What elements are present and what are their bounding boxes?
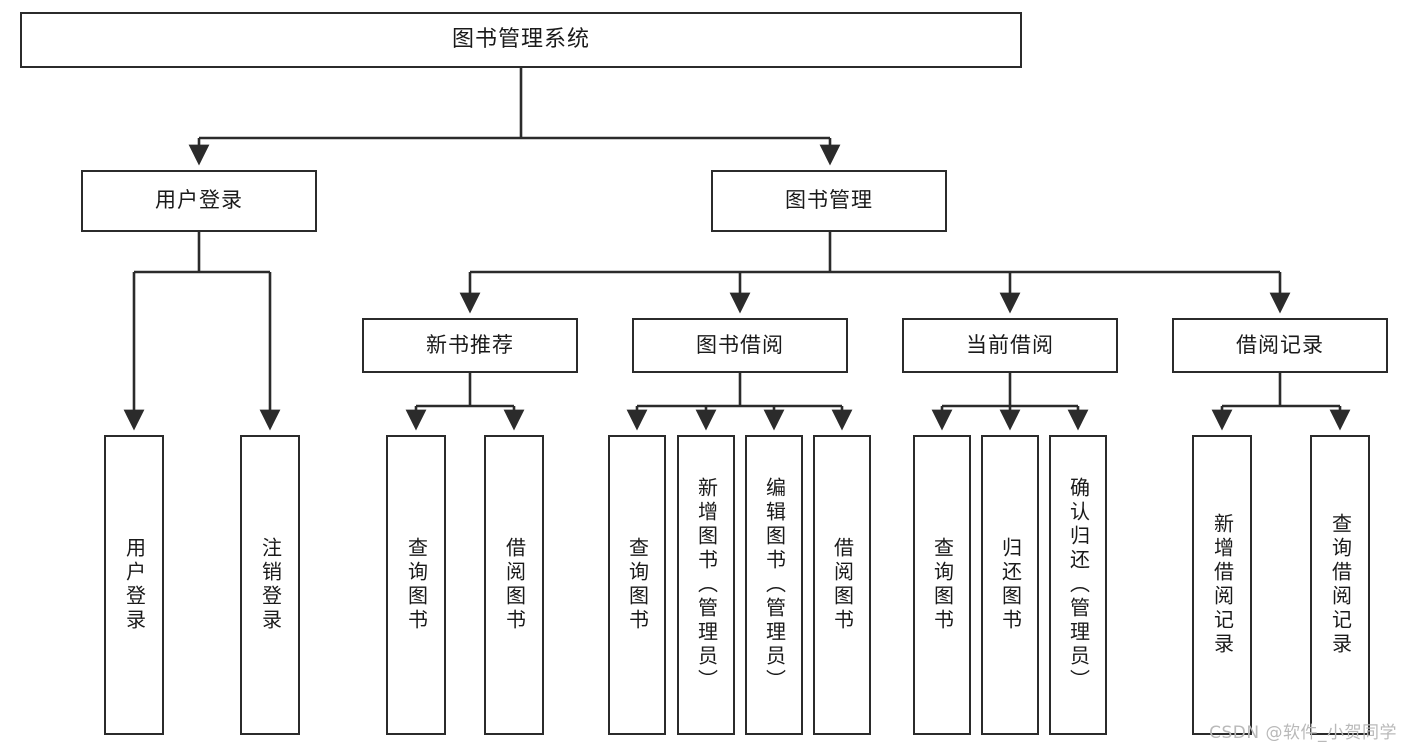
node-book-manage-label: 图书管理 xyxy=(785,188,873,213)
node-leaf-edit-book-label: 编辑图书（管理员） xyxy=(762,477,787,693)
node-root-label: 图书管理系统 xyxy=(451,26,590,52)
node-leaf-add-record[interactable]: 新增借阅记录 xyxy=(1192,435,1252,735)
node-leaf-add-book-label: 新增图书（管理员） xyxy=(694,477,719,693)
node-leaf-add-book[interactable]: 新增图书（管理员） xyxy=(677,435,735,735)
node-leaf-edit-book[interactable]: 编辑图书（管理员） xyxy=(745,435,803,735)
node-root[interactable]: 图书管理系统 xyxy=(20,12,1022,68)
node-leaf-query-book-2-label: 查询图书 xyxy=(625,537,650,633)
node-user-login[interactable]: 用户登录 xyxy=(81,170,317,232)
node-leaf-logout[interactable]: 注销登录 xyxy=(240,435,300,735)
node-book-borrow[interactable]: 图书借阅 xyxy=(632,318,848,373)
node-book-manage[interactable]: 图书管理 xyxy=(711,170,947,232)
node-new-book-recommend-label: 新书推荐 xyxy=(426,332,514,357)
node-borrow-record[interactable]: 借阅记录 xyxy=(1172,318,1388,373)
node-leaf-query-book-3-label: 查询图书 xyxy=(930,537,955,633)
node-leaf-query-record-label: 查询借阅记录 xyxy=(1328,513,1353,657)
node-leaf-query-book-3[interactable]: 查询图书 xyxy=(913,435,971,735)
node-borrow-record-label: 借阅记录 xyxy=(1236,332,1324,357)
node-leaf-user-login[interactable]: 用户登录 xyxy=(104,435,164,735)
node-new-book-recommend[interactable]: 新书推荐 xyxy=(362,318,578,373)
node-leaf-query-record[interactable]: 查询借阅记录 xyxy=(1310,435,1370,735)
node-book-borrow-label: 图书借阅 xyxy=(696,332,784,357)
node-leaf-logout-label: 注销登录 xyxy=(258,537,283,633)
node-leaf-query-book-1-label: 查询图书 xyxy=(404,537,429,633)
node-leaf-borrow-book-2-label: 借阅图书 xyxy=(830,537,855,633)
node-leaf-user-login-label: 用户登录 xyxy=(122,537,147,633)
node-current-borrow-label: 当前借阅 xyxy=(966,332,1054,357)
node-leaf-confirm-return[interactable]: 确认归还（管理员） xyxy=(1049,435,1107,735)
node-leaf-borrow-book-1[interactable]: 借阅图书 xyxy=(484,435,544,735)
node-leaf-borrow-book-2[interactable]: 借阅图书 xyxy=(813,435,871,735)
node-leaf-query-book-2[interactable]: 查询图书 xyxy=(608,435,666,735)
node-user-login-label: 用户登录 xyxy=(155,188,243,213)
node-leaf-confirm-return-label: 确认归还（管理员） xyxy=(1066,477,1091,693)
node-leaf-return-book-label: 归还图书 xyxy=(998,537,1023,633)
node-leaf-query-book-1[interactable]: 查询图书 xyxy=(386,435,446,735)
watermark-text: CSDN @软件_小贺同学 xyxy=(1209,723,1397,743)
node-leaf-borrow-book-1-label: 借阅图书 xyxy=(502,537,527,633)
node-leaf-add-record-label: 新增借阅记录 xyxy=(1210,513,1235,657)
node-leaf-return-book[interactable]: 归还图书 xyxy=(981,435,1039,735)
node-current-borrow[interactable]: 当前借阅 xyxy=(902,318,1118,373)
